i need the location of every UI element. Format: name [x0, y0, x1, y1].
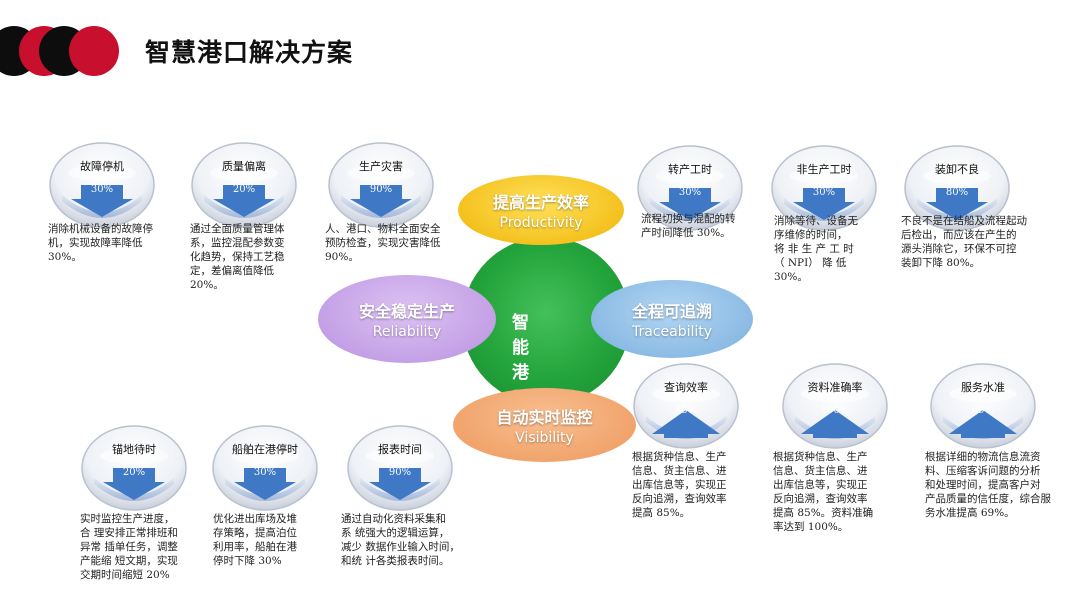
- metric-value: 69%: [971, 405, 995, 416]
- metric-description: 根据货种信息、生产 信息、货主信息、进 出库信息等，实现正 反向追溯，查询效率 …: [632, 451, 727, 519]
- metric-gauge: 锚地待时 20%: [80, 420, 188, 512]
- hub-visibility-en: Visibility: [515, 430, 574, 446]
- hub-reliability-en: Reliability: [372, 324, 442, 340]
- arrow-down-gauge-icon: [347, 425, 453, 511]
- metric-description: 优化进出库场及堆 存策略，提高泊位 利用率，船舶在港 停时下降 30%: [213, 513, 297, 567]
- metric-value: 80%: [945, 187, 969, 198]
- metric-description: 实时监控生产进度， 合 理安排正常排班和 异常 插单任务，调整 产能缩 短文期，…: [80, 513, 178, 581]
- metric-description: 消除机械设备的故障停 机，实现故障率降低 30%。: [48, 223, 153, 263]
- hub-visibility-zh: 自动实时监控: [496, 408, 593, 427]
- metric-description: 通过全面质量管理体 系，监控混配参数变 化趋势，保持工艺稳 定，差偏离值降低 2…: [190, 223, 285, 291]
- metric-title: 服务水准: [961, 381, 1005, 394]
- arrow-up-gauge-icon: [930, 363, 1036, 449]
- brand-logo: [0, 26, 119, 76]
- metric-gauge: 报表时间 90%: [346, 420, 454, 512]
- metric-title: 生产灾害: [359, 160, 403, 173]
- arrow-up-gauge-icon: [633, 363, 739, 449]
- hub-traceability-en: Traceability: [631, 324, 713, 340]
- hub-reliability: 安全稳定生产 Reliability: [318, 275, 496, 363]
- hub-productivity-en: Productivity: [499, 215, 583, 231]
- page-title: 智慧港口解决方案: [145, 38, 354, 67]
- metric-gauge: 资料准确率 100%: [781, 358, 889, 450]
- metric-value: 90%: [369, 184, 393, 195]
- metric-value: 20%: [122, 467, 146, 478]
- metric-gauge: 查询效率 85%: [632, 358, 740, 450]
- metric-description: 根据详细的物流信息流资 料、压缩客诉问题的分析 和处理时间，提高客户对 产品质量…: [925, 451, 1051, 519]
- metric-title: 查询效率: [664, 381, 708, 394]
- metric-title: 报表时间: [378, 443, 422, 456]
- metric-value: 90%: [388, 467, 412, 478]
- metric-description: 不良不是在结船及流程起动 后检出，而应该在产生的 源头消除它，环保不可控 装卸下…: [901, 215, 1027, 269]
- metric-gauge: 服务水准 69%: [929, 358, 1037, 450]
- arrow-down-gauge-icon: [328, 142, 434, 228]
- arrow-down-gauge-icon: [904, 145, 1010, 231]
- metric-gauge: 转产工时 30%: [636, 140, 744, 232]
- metric-title: 锚地待时: [112, 443, 156, 456]
- hub-traceability: 全程可追溯 Traceability: [591, 280, 753, 358]
- metric-gauge: 非生产工时 30%: [770, 140, 878, 232]
- arrow-down-gauge-icon: [771, 145, 877, 231]
- metric-gauge: 装卸不良 80%: [903, 140, 1011, 232]
- metric-description: 根据货种信息、生产 信息、货主信息、进 出库信息等，实现正 反向追溯，查询效率 …: [773, 451, 874, 533]
- metric-title: 非生产工时: [796, 163, 852, 176]
- metric-title: 装卸不良: [935, 163, 979, 176]
- metric-description: 通过自动化资料采集和 系 统强大的逻辑运算， 减少 数据作业输入时间， 和统 计…: [341, 513, 460, 567]
- metric-value: 30%: [678, 187, 702, 198]
- metric-description: 流程切换与混配的转 产时间降低 30%。: [641, 213, 736, 239]
- arrow-down-gauge-icon: [81, 425, 187, 511]
- metric-title: 船舶在港停时: [232, 443, 298, 456]
- arrow-down-gauge-icon: [637, 145, 743, 231]
- arrow-down-gauge-icon: [191, 142, 297, 228]
- hub-reliability-zh: 安全稳定生产: [358, 302, 455, 321]
- metric-description: 人、港口、物料全面安全 预防检查，实现灾害降低 90%。: [325, 223, 441, 263]
- metric-gauge: 生产灾害 90%: [327, 137, 435, 229]
- metric-title: 故障停机: [80, 160, 124, 173]
- arrow-down-gauge-icon: [212, 425, 318, 511]
- metric-gauge: 质量偏离 20%: [190, 137, 298, 229]
- hub-productivity-zh: 提高生产效率: [492, 193, 589, 212]
- metric-value: 30%: [90, 184, 114, 195]
- metric-gauge: 船舶在港停时 30%: [211, 420, 319, 512]
- metric-value: 100%: [820, 405, 850, 416]
- hub-productivity: 提高生产效率 Productivity: [458, 175, 624, 245]
- metric-title: 资料准确率: [807, 381, 863, 394]
- metric-value: 20%: [232, 184, 256, 195]
- metric-title: 转产工时: [668, 163, 712, 176]
- hub-traceability-zh: 全程可追溯: [631, 302, 712, 321]
- hub-visibility: 自动实时监控 Visibility: [453, 388, 636, 462]
- metric-gauge: 故障停机 30%: [48, 137, 156, 229]
- metric-title: 质量偏离: [222, 160, 266, 173]
- arrow-down-gauge-icon: [49, 142, 155, 228]
- metric-description: 消除等待、设备无 序维修的时间， 将 非 生 产 工 时 （ NPI） 降 低 …: [774, 215, 858, 283]
- metric-value: 30%: [253, 467, 277, 478]
- metric-value: 30%: [812, 187, 836, 198]
- metric-value: 85%: [674, 405, 698, 416]
- arrow-up-gauge-icon: [782, 363, 888, 449]
